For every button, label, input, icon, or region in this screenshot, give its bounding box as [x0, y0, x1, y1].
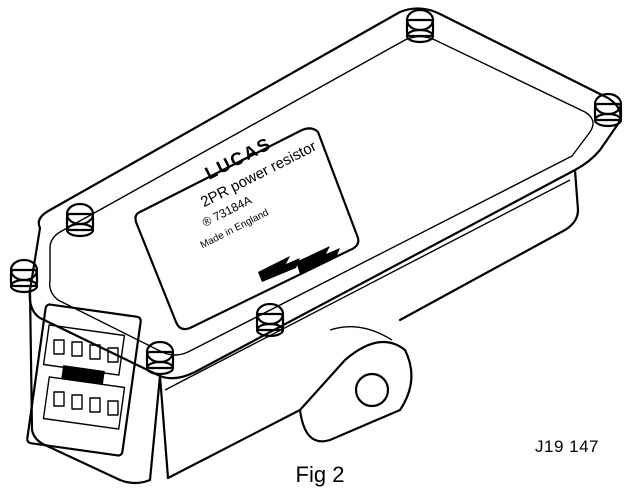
screw-head: [405, 8, 435, 44]
direction-arrows: [258, 246, 340, 282]
mounting-screws: [9, 8, 623, 376]
screw-head: [65, 202, 95, 238]
connector-socket: [26, 303, 142, 457]
screw-head: [145, 340, 175, 376]
screw-head: [9, 258, 39, 294]
figure-caption: Fig 2: [295, 462, 345, 487]
screw-head: [593, 92, 623, 128]
screw-head: [255, 302, 285, 338]
product-label: LUCAS 2PR power resistor ® 73184A Made i…: [134, 127, 360, 331]
figure-reference-code: J19 147: [535, 437, 599, 456]
